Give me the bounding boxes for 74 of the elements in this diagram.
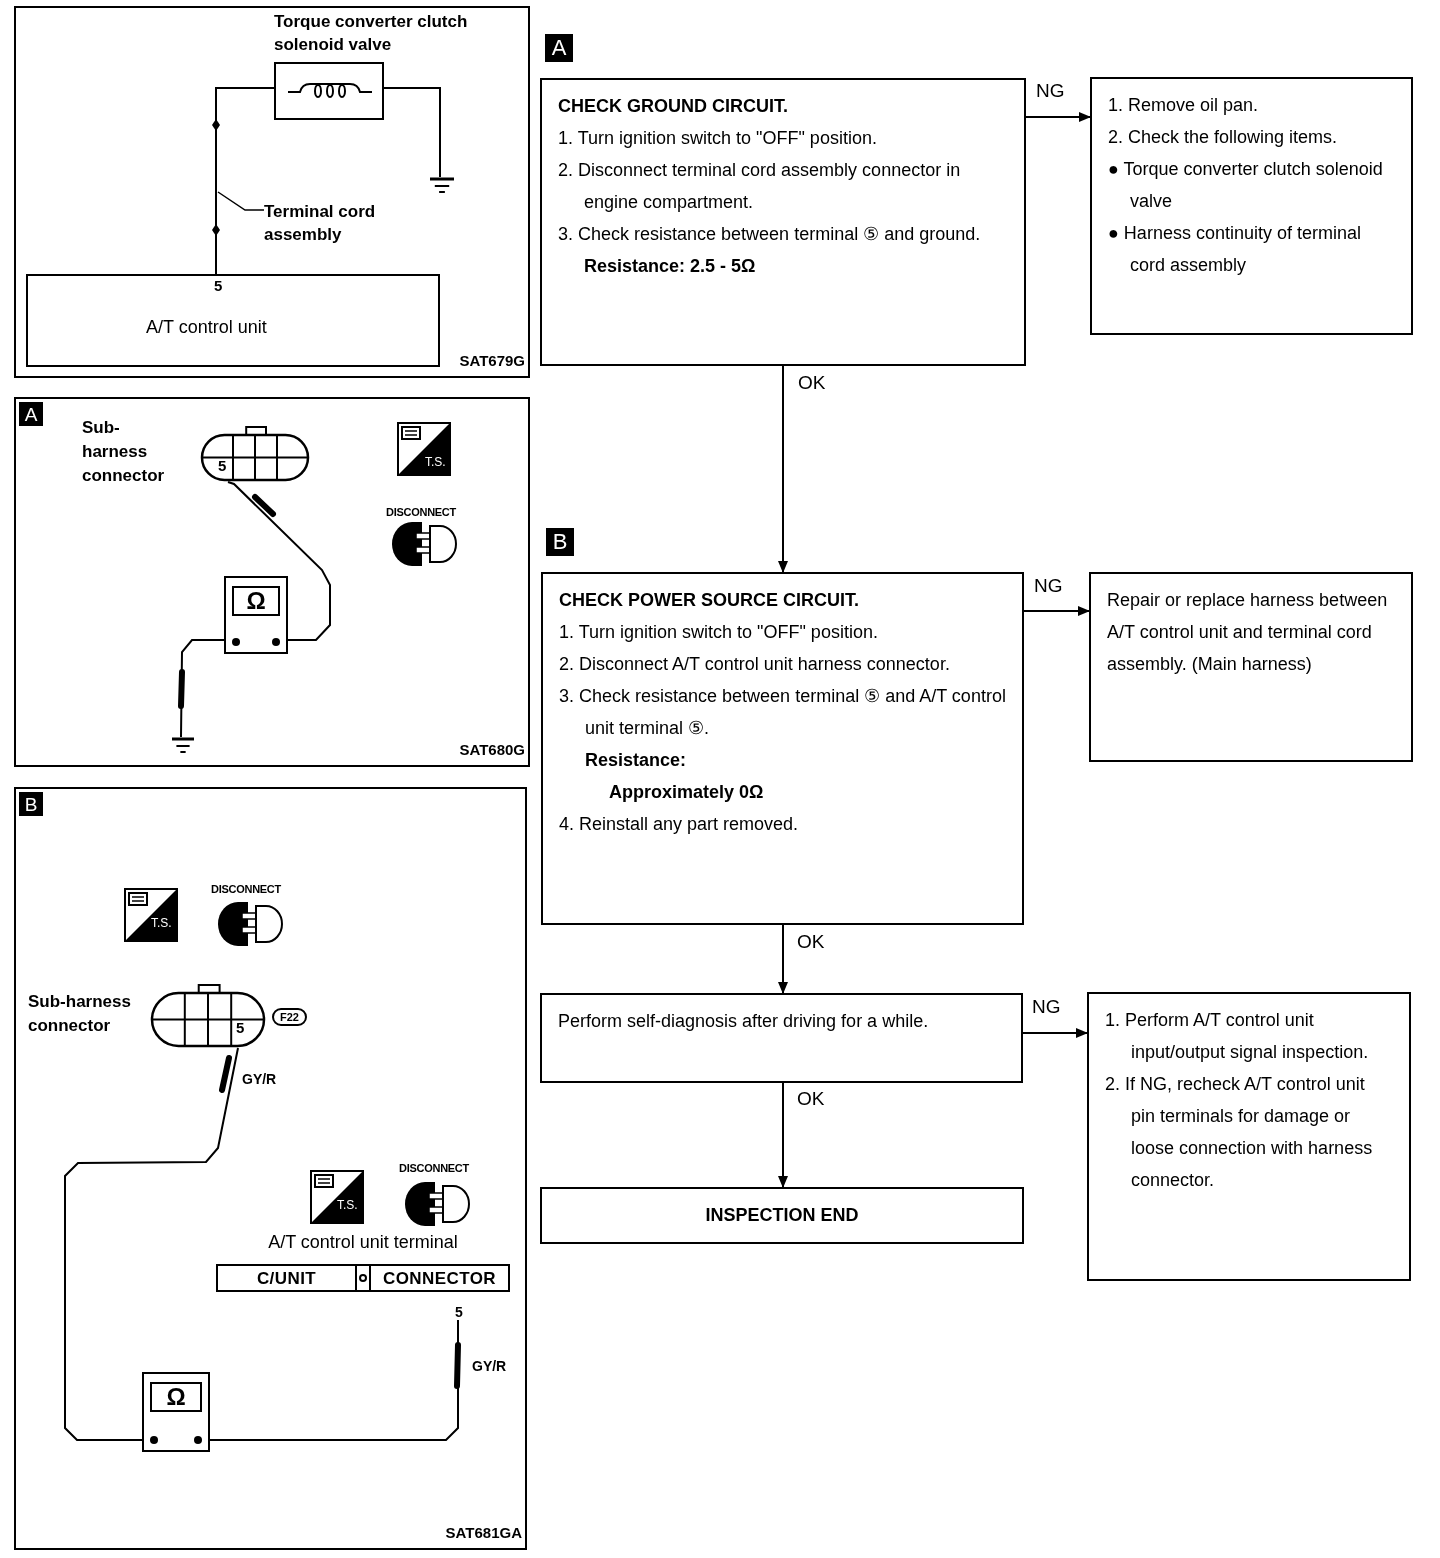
wire	[383, 87, 441, 178]
icon-label: T.S.	[151, 916, 172, 930]
result-box	[1087, 992, 1411, 1281]
wire	[64, 1047, 239, 1441]
result-box	[1089, 572, 1413, 762]
figure-code: SAT680G	[459, 739, 525, 760]
instruction-text: 3. Check resistance between terminal ⑤ and A/T control unit terminal ⑤.	[559, 685, 1006, 740]
step-marker: A	[19, 402, 43, 426]
figure-code: SAT681GA	[445, 1522, 522, 1543]
wire	[215, 87, 275, 275]
part-label: Sub-harness connector	[28, 991, 132, 1037]
control-unit-box	[26, 274, 440, 367]
instruction-text: 1. Perform A/T control unit input/output signal inspection.	[1105, 1009, 1370, 1064]
instruction-text: 1. Turn ignition switch to "OFF" position.	[558, 127, 878, 150]
step-heading: CHECK POWER SOURCE CIRCUIT.	[559, 589, 860, 612]
meter-display: Ω	[150, 1382, 202, 1412]
figure-code: SAT679G	[459, 350, 525, 371]
process-box	[540, 993, 1023, 1083]
icon-caption: DISCONNECT	[211, 882, 281, 896]
flow-arrow	[778, 365, 788, 573]
step-marker: B	[546, 528, 574, 556]
pin-number: 5	[218, 458, 227, 474]
wire	[209, 1319, 459, 1441]
instruction-text: 2. Disconnect A/T control unit harness connector.	[559, 653, 951, 676]
leader-line	[217, 191, 265, 211]
pin-number: 5	[214, 277, 223, 295]
meter-display: Ω	[232, 586, 280, 616]
process-box	[540, 1187, 1024, 1244]
step-heading: INSPECTION END	[704, 1204, 860, 1227]
flow-arrow	[778, 924, 788, 994]
callout-text: Terminal cord assembly	[264, 200, 414, 250]
spec-value: Resistance: 2.5 - 5Ω	[583, 255, 757, 278]
wire	[180, 639, 225, 738]
instruction-text: 3. Check resistance between terminal ⑤ and ground.	[558, 223, 982, 246]
pin-number: 5	[236, 1020, 245, 1036]
flow-arrow	[1022, 1028, 1088, 1038]
component-label: Torque converter clutch solenoid valve	[274, 11, 469, 56]
pin-number: 5	[455, 1304, 463, 1320]
step-heading: CHECK GROUND CIRCUIT.	[558, 95, 789, 118]
result-box	[1090, 77, 1413, 335]
flow-arrow	[778, 1082, 788, 1188]
bullet-item: ● Harness continuity of terminal cord assembly	[1108, 222, 1362, 277]
part-label: Sub-harness connector	[82, 417, 162, 487]
spec-value: Resistance:	[584, 749, 688, 772]
icon-label: T.S.	[425, 455, 446, 469]
instruction-text: 2. If NG, recheck A/T control unit pin terminals for damage or loose connection with harness connector.	[1105, 1073, 1374, 1192]
instruction-text: 2. Disconnect terminal cord assembly connector in engine compartment.	[558, 159, 962, 214]
spec-value: Approximately 0Ω	[608, 781, 765, 804]
component-label: A/T control unit	[146, 316, 267, 339]
figure-panel	[14, 787, 527, 1550]
instruction-text: Repair or replace harness between A/T control unit and terminal cord assembly. (Main harness)	[1107, 589, 1389, 676]
figure-panel	[14, 6, 530, 378]
icon-caption: DISCONNECT	[386, 505, 456, 519]
instruction-text: 2. Check the following items.	[1108, 126, 1339, 149]
ohmmeter	[224, 576, 288, 654]
flow-arrow	[1023, 606, 1090, 616]
ohmmeter	[142, 1372, 210, 1452]
instruction-text: 1. Turn ignition switch to "OFF" position.	[559, 621, 879, 644]
icon-label: T.S.	[337, 1198, 358, 1212]
wire	[227, 481, 331, 641]
step-marker: B	[19, 792, 43, 816]
figure-panel	[14, 397, 530, 767]
part-label: A/T control unit terminal	[267, 1231, 459, 1254]
bar-label: CONNECTOR	[381, 1267, 498, 1290]
connector-code-badge: F22	[272, 1008, 307, 1026]
icon-caption: DISCONNECT	[399, 1161, 469, 1175]
bullet-item: ● Torque converter clutch solenoid valve	[1108, 158, 1384, 213]
instruction-text: 1. Remove oil pan.	[1108, 94, 1260, 117]
ground-symbol	[172, 737, 194, 755]
instruction-text: Perform self-diagnosis after driving for a while.	[558, 1010, 930, 1033]
instruction-text: 4. Reinstall any part removed.	[559, 813, 800, 836]
flow-arrow	[1025, 112, 1091, 122]
step-marker: A	[545, 34, 573, 62]
bar-label: C/UNIT	[255, 1267, 318, 1290]
